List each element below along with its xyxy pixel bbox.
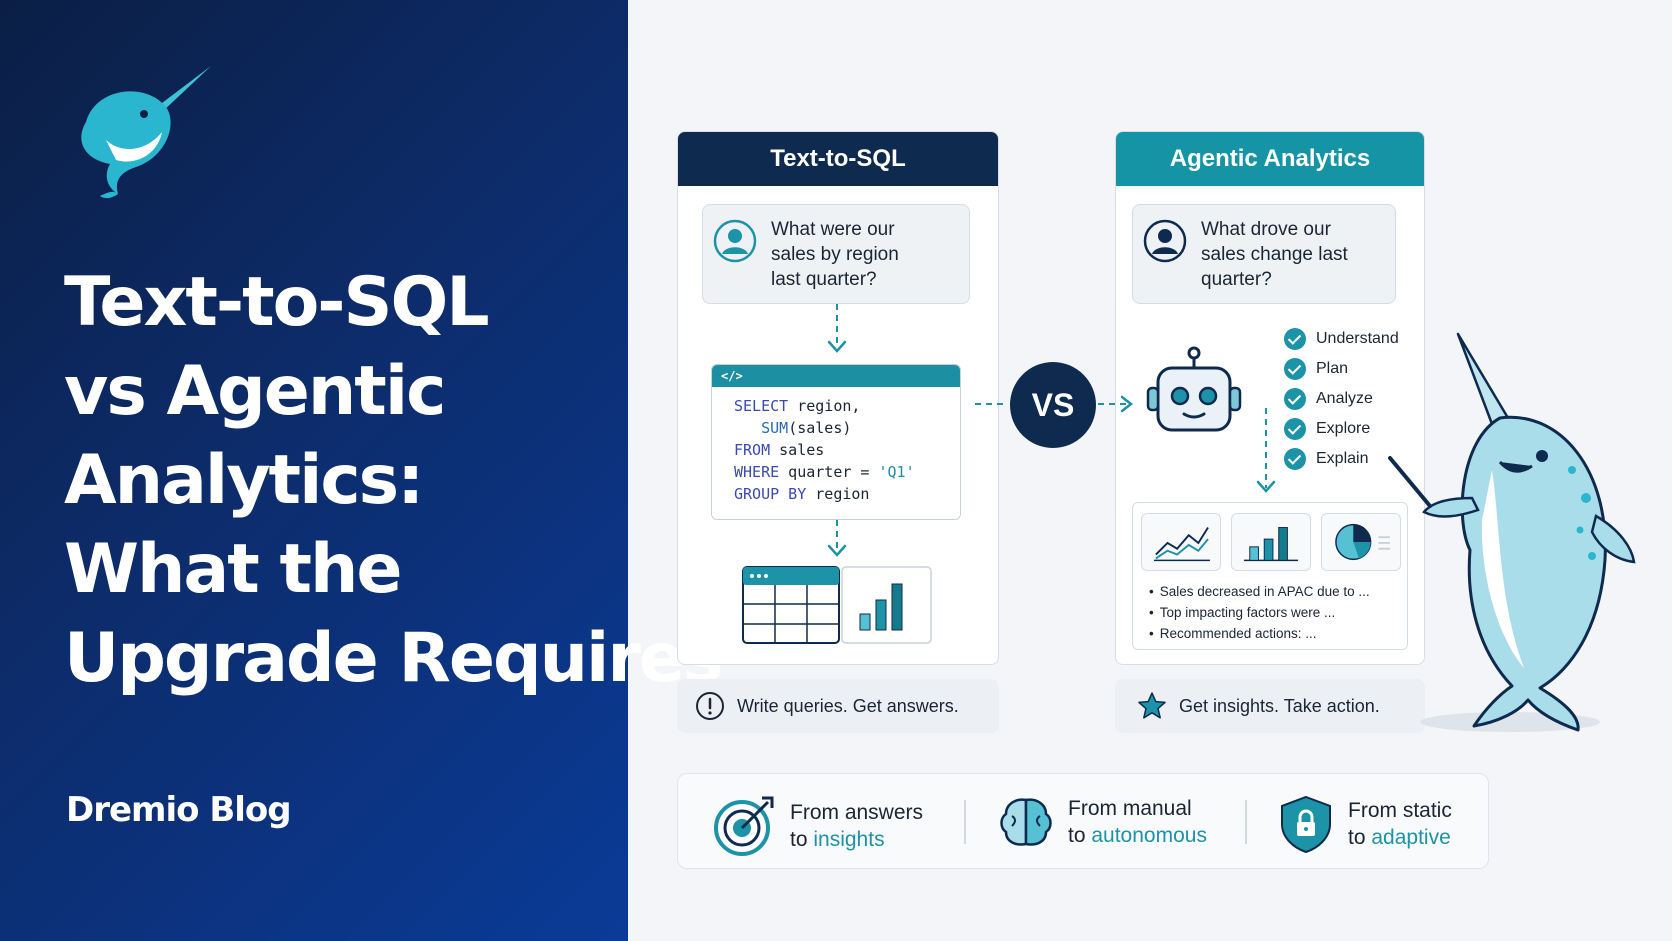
agent-step: Explore — [1284, 414, 1399, 444]
pie-chart-icon — [1321, 513, 1401, 571]
sql-keyword: FROM — [734, 441, 771, 459]
check-icon — [1284, 358, 1306, 380]
agentic-question-line: quarter? — [1201, 269, 1272, 290]
sql-question-text: What were our sales by region last quart… — [771, 217, 899, 292]
shield-lock-icon — [1281, 795, 1331, 854]
agentic-question-line: What drove our — [1201, 219, 1331, 240]
sql-token: quarter = — [779, 463, 879, 481]
alert-icon — [696, 692, 724, 720]
check-icon — [1284, 388, 1306, 410]
page-title: Text-to-SQL vs Agentic Analytics: What t… — [64, 258, 723, 703]
sql-tagline: Write queries. Get answers. — [677, 679, 999, 733]
sql-string: 'Q1' — [878, 463, 915, 481]
robot-icon — [1146, 346, 1242, 432]
benefit-highlight: adaptive — [1371, 826, 1451, 849]
table-and-chart-icon — [742, 566, 932, 644]
agent-steps-list: Understand Plan Analyze Explore Explain — [1284, 324, 1399, 474]
star-icon — [1138, 692, 1166, 719]
sql-token: sales — [770, 441, 825, 459]
step-label: Analyze — [1316, 390, 1373, 407]
sql-keyword: WHERE — [734, 463, 780, 481]
benefit-prefix: to — [1068, 824, 1092, 847]
benefit-highlight: insights — [813, 828, 885, 851]
blog-label: Dremio Blog — [66, 790, 292, 830]
benefit-text: From static to adaptive — [1348, 797, 1452, 851]
benefit-text: From manual to autonomous — [1068, 795, 1207, 849]
insights-dashboard: Sales decreased in APAC due to ... Top i… — [1132, 502, 1408, 650]
title-line-1: Text-to-SQL — [64, 263, 490, 342]
sql-token: region — [806, 485, 870, 503]
agent-step: Explain — [1284, 444, 1399, 474]
benefit-prefix: to — [790, 828, 814, 851]
benefits-bar: From answers to insights From manual to … — [677, 773, 1489, 869]
benefit-autonomous: From manual to autonomous — [998, 794, 1207, 850]
benefit-line: From answers — [790, 801, 924, 824]
benefit-line: to autonomous — [1068, 822, 1207, 849]
step-label: Plan — [1316, 360, 1349, 377]
sql-question-line: last quarter? — [771, 269, 877, 290]
bar-chart-icon — [1231, 513, 1311, 571]
user-avatar-icon — [1143, 219, 1187, 263]
agentic-question-text: What drove our sales change last quarter… — [1201, 217, 1348, 292]
sql-token: region, — [788, 397, 861, 415]
benefit-line: From manual — [1068, 797, 1192, 820]
target-icon — [714, 796, 774, 856]
benefit-insights: From answers to insights — [712, 794, 923, 858]
user-avatar-icon — [713, 219, 757, 263]
step-label: Understand — [1316, 330, 1399, 347]
text-to-sql-header: Text-to-SQL — [678, 132, 998, 186]
benefit-line: From static — [1348, 799, 1452, 822]
left-panel: Text-to-SQL vs Agentic Analytics: What t… — [0, 0, 723, 941]
insight-item: Top impacting factors were ... — [1149, 602, 1370, 623]
narwhal-logo-icon — [81, 66, 211, 199]
insights-list: Sales decreased in APAC due to ... Top i… — [1149, 581, 1370, 644]
sql-question-bubble: What were our sales by region last quart… — [702, 204, 970, 304]
agentic-question-line: sales change last — [1201, 244, 1348, 265]
benefit-highlight: autonomous — [1091, 824, 1207, 847]
benefit-prefix: to — [1348, 826, 1372, 849]
sql-question-line: What were our — [771, 219, 895, 240]
agentic-analytics-header: Agentic Analytics — [1116, 132, 1424, 186]
insight-item: Sales decreased in APAC due to ... — [1149, 581, 1370, 602]
agent-step: Analyze — [1284, 384, 1399, 414]
divider — [1245, 800, 1247, 844]
benefit-line: to insights — [790, 826, 923, 853]
text-to-sql-card: Text-to-SQL What were our sales by regio… — [677, 131, 999, 665]
agentic-tagline: Get insights. Take action. — [1115, 679, 1425, 733]
code-icon: </> — [712, 365, 960, 387]
insight-item: Recommended actions: ... — [1149, 623, 1370, 644]
benefit-text: From answers to insights — [790, 799, 923, 853]
sql-question-line: sales by region — [771, 244, 899, 265]
divider — [964, 800, 966, 844]
brain-icon — [1000, 798, 1052, 846]
vs-badge: VS — [1010, 362, 1096, 448]
title-line-5: Upgrade Requires — [64, 619, 723, 698]
sql-code: SELECT region, SUM(sales) FROM sales WHE… — [712, 387, 960, 505]
sql-function: SUM — [761, 419, 789, 437]
line-chart-icon — [1141, 513, 1221, 571]
sql-code-block: </> SELECT region, SUM(sales) FROM sales… — [711, 364, 961, 520]
title-line-3: Analytics: — [64, 441, 424, 520]
agent-step: Plan — [1284, 354, 1399, 384]
agentic-question-bubble: What drove our sales change last quarter… — [1132, 204, 1396, 304]
benefit-line: to adaptive — [1348, 824, 1452, 851]
check-icon — [1284, 328, 1306, 350]
title-line-4: What the — [64, 530, 403, 609]
check-icon — [1284, 448, 1306, 470]
title-line-2: vs Agentic — [64, 352, 446, 431]
check-icon — [1284, 418, 1306, 440]
agentic-tagline-text: Get insights. Take action. — [1179, 695, 1380, 716]
agent-step: Understand — [1284, 324, 1399, 354]
sql-tagline-text: Write queries. Get answers. — [737, 695, 959, 716]
benefit-adaptive: From static to adaptive — [1278, 794, 1452, 854]
step-label: Explore — [1316, 420, 1371, 437]
sql-keyword: SELECT — [734, 397, 789, 415]
agentic-analytics-card: Agentic Analytics What drove our sales c… — [1115, 131, 1425, 665]
sql-keyword: GROUP BY — [734, 485, 807, 503]
sql-token: (sales) — [788, 419, 852, 437]
step-label: Explain — [1316, 450, 1369, 467]
